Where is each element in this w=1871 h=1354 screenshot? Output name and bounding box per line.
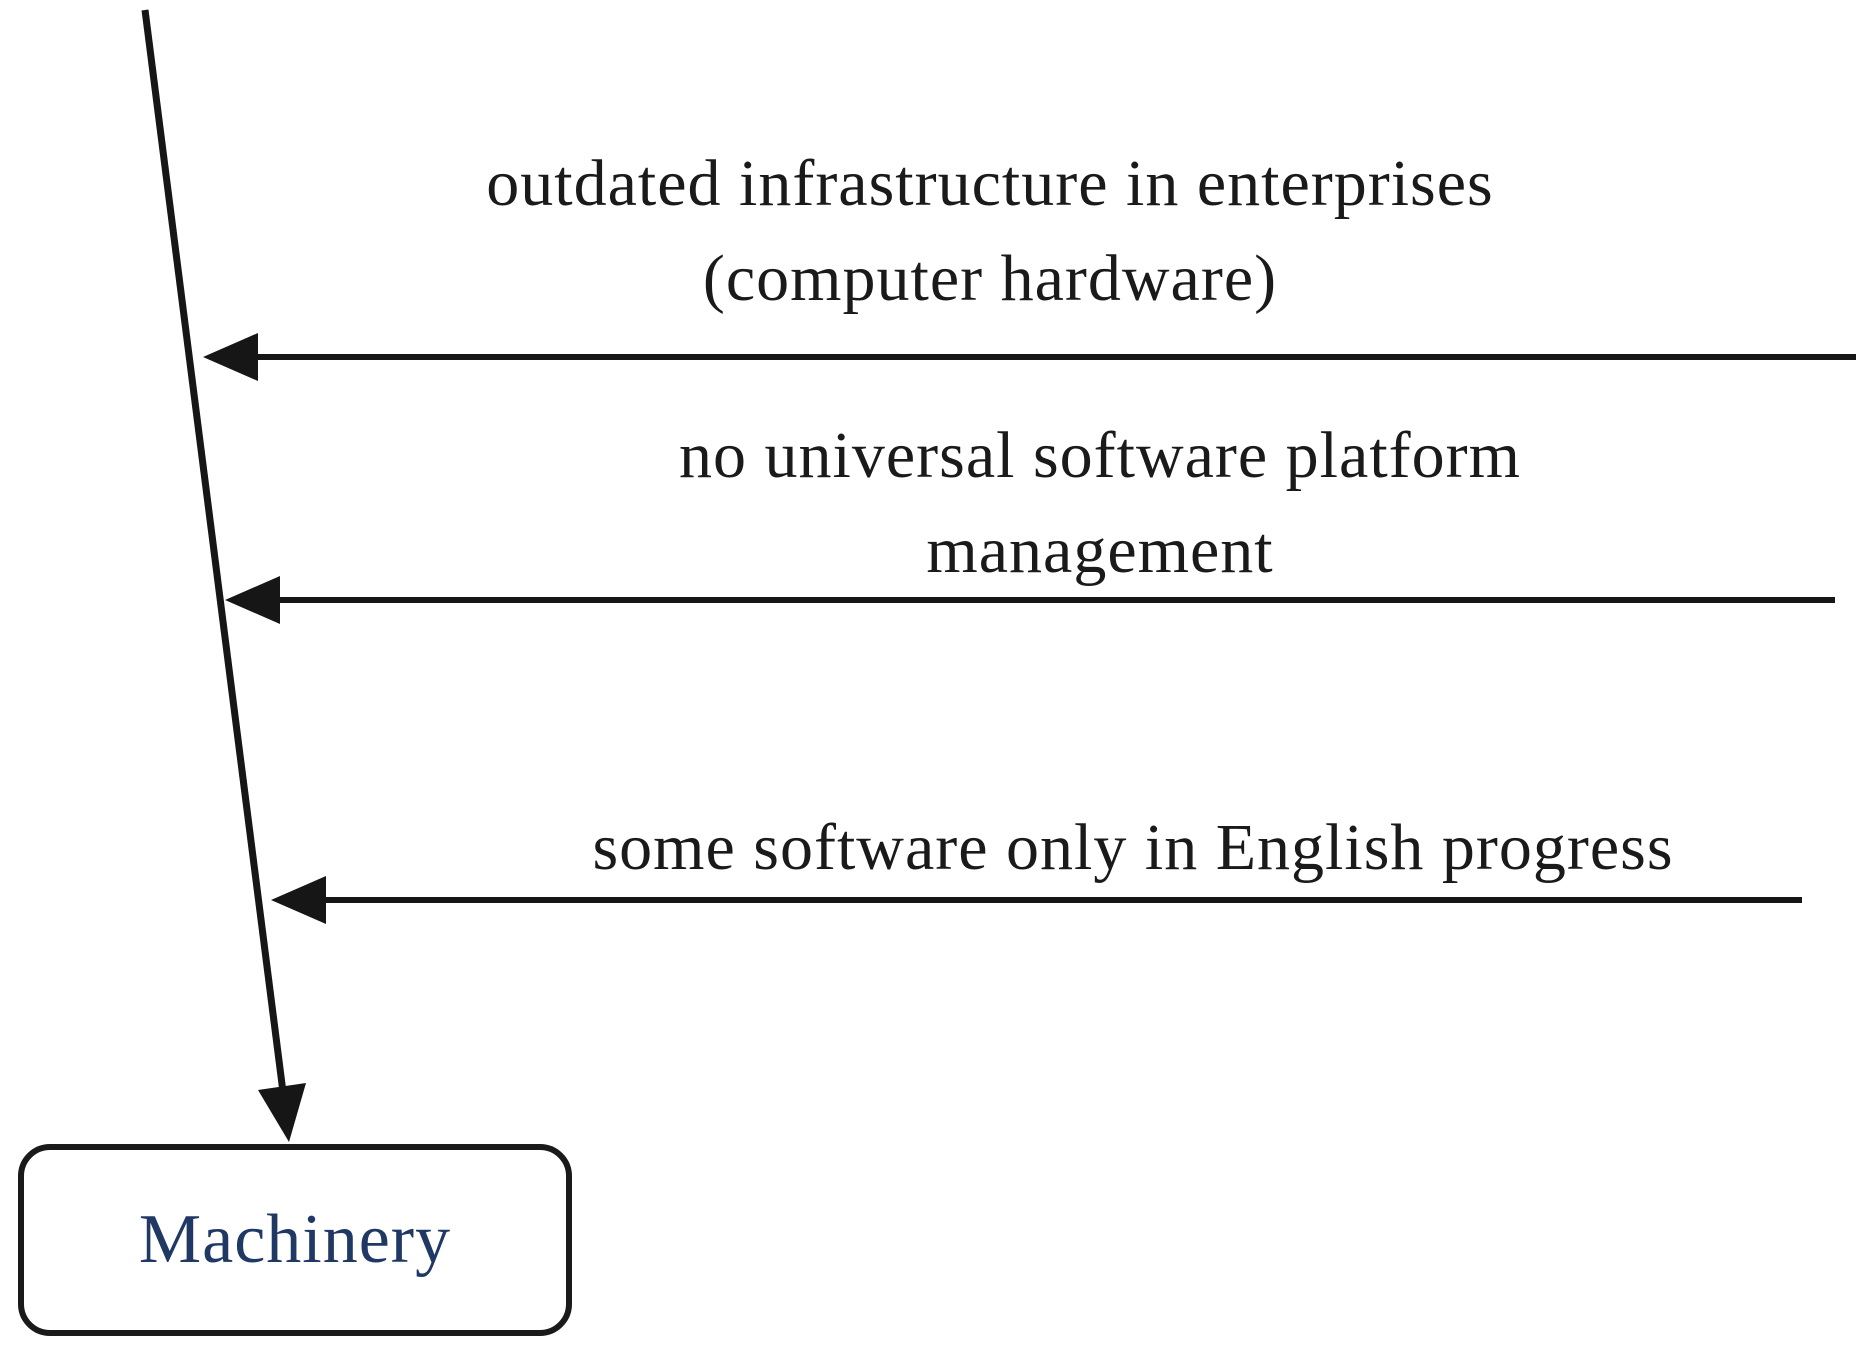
spine-line [141,9,287,1093]
category-label: Machinery [138,1201,452,1278]
spine-arrowhead-icon [258,1083,306,1142]
cause-label-software-only-english: some software only in English progress [592,811,1674,884]
cause-arrow-3-arrowhead-icon [271,876,326,924]
cause-label-no-universal-software-platform: no universal software platform managemen… [679,419,1521,587]
category-box: Machinery [18,1144,572,1336]
cause-arrow-2-arrowhead-icon [225,576,280,624]
cause-label-outdated-infrastructure: outdated infrastructure in enterprises (… [486,147,1494,315]
cause-arrow-1-arrowhead-icon [203,333,258,381]
